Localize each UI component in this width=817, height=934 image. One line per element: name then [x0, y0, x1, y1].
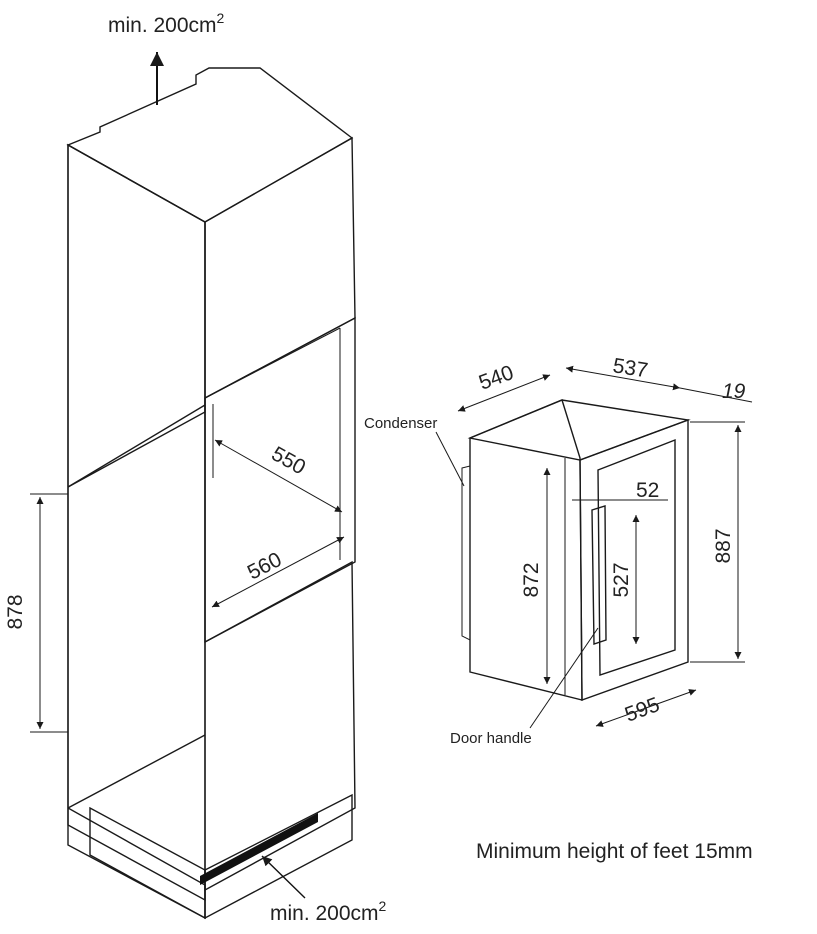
condenser-grille — [461, 465, 471, 641]
appliance-depth-value: 540 — [476, 361, 517, 395]
bottom-vent-slot — [200, 813, 318, 885]
top-vent-label: min. 200cm2 — [108, 10, 225, 37]
appliance-door — [579, 418, 689, 701]
niche-width-value: 560 — [244, 548, 286, 584]
handle-offset-value: 52 — [636, 479, 659, 502]
door-handle — [591, 505, 607, 645]
body-height-value: 872 — [520, 562, 543, 597]
cabinet-left-face — [67, 143, 206, 902]
door-thickness-value: 19 — [722, 380, 746, 403]
door-thickness-line — [679, 387, 753, 403]
condenser-label: Condenser — [364, 415, 437, 432]
cabinet-top — [66, 67, 354, 223]
handle-length-value: 527 — [610, 562, 633, 597]
feet-height-note: Minimum height of feet 15mm — [476, 840, 753, 863]
appliance-width-line — [595, 689, 697, 727]
appliance-top-width-value: 537 — [611, 354, 649, 382]
door-handle-label: Door handle — [450, 730, 532, 747]
bottom-vent-label: min. 200cm2 — [270, 898, 387, 925]
niche-width-line — [211, 536, 345, 608]
appliance-width-value: 595 — [622, 693, 663, 727]
cabinet-plinth — [89, 806, 206, 920]
appliance-depth-line — [457, 374, 551, 412]
appliance-top-width-line — [565, 365, 681, 391]
bottom-vent-arrow — [261, 855, 306, 899]
appliance: 540 537 19 Condenser 52 872 527 887 595 … — [364, 354, 753, 747]
niche-height-value: 878 — [4, 594, 27, 629]
cabinet-niche — [204, 316, 356, 644]
appliance-top — [467, 399, 691, 461]
door-glass — [597, 438, 676, 676]
cabinet: min. 200cm2 min. 200cm2 550 560 878 — [4, 10, 387, 925]
niche-depth-line — [214, 439, 343, 513]
total-height-value: 887 — [712, 528, 735, 563]
